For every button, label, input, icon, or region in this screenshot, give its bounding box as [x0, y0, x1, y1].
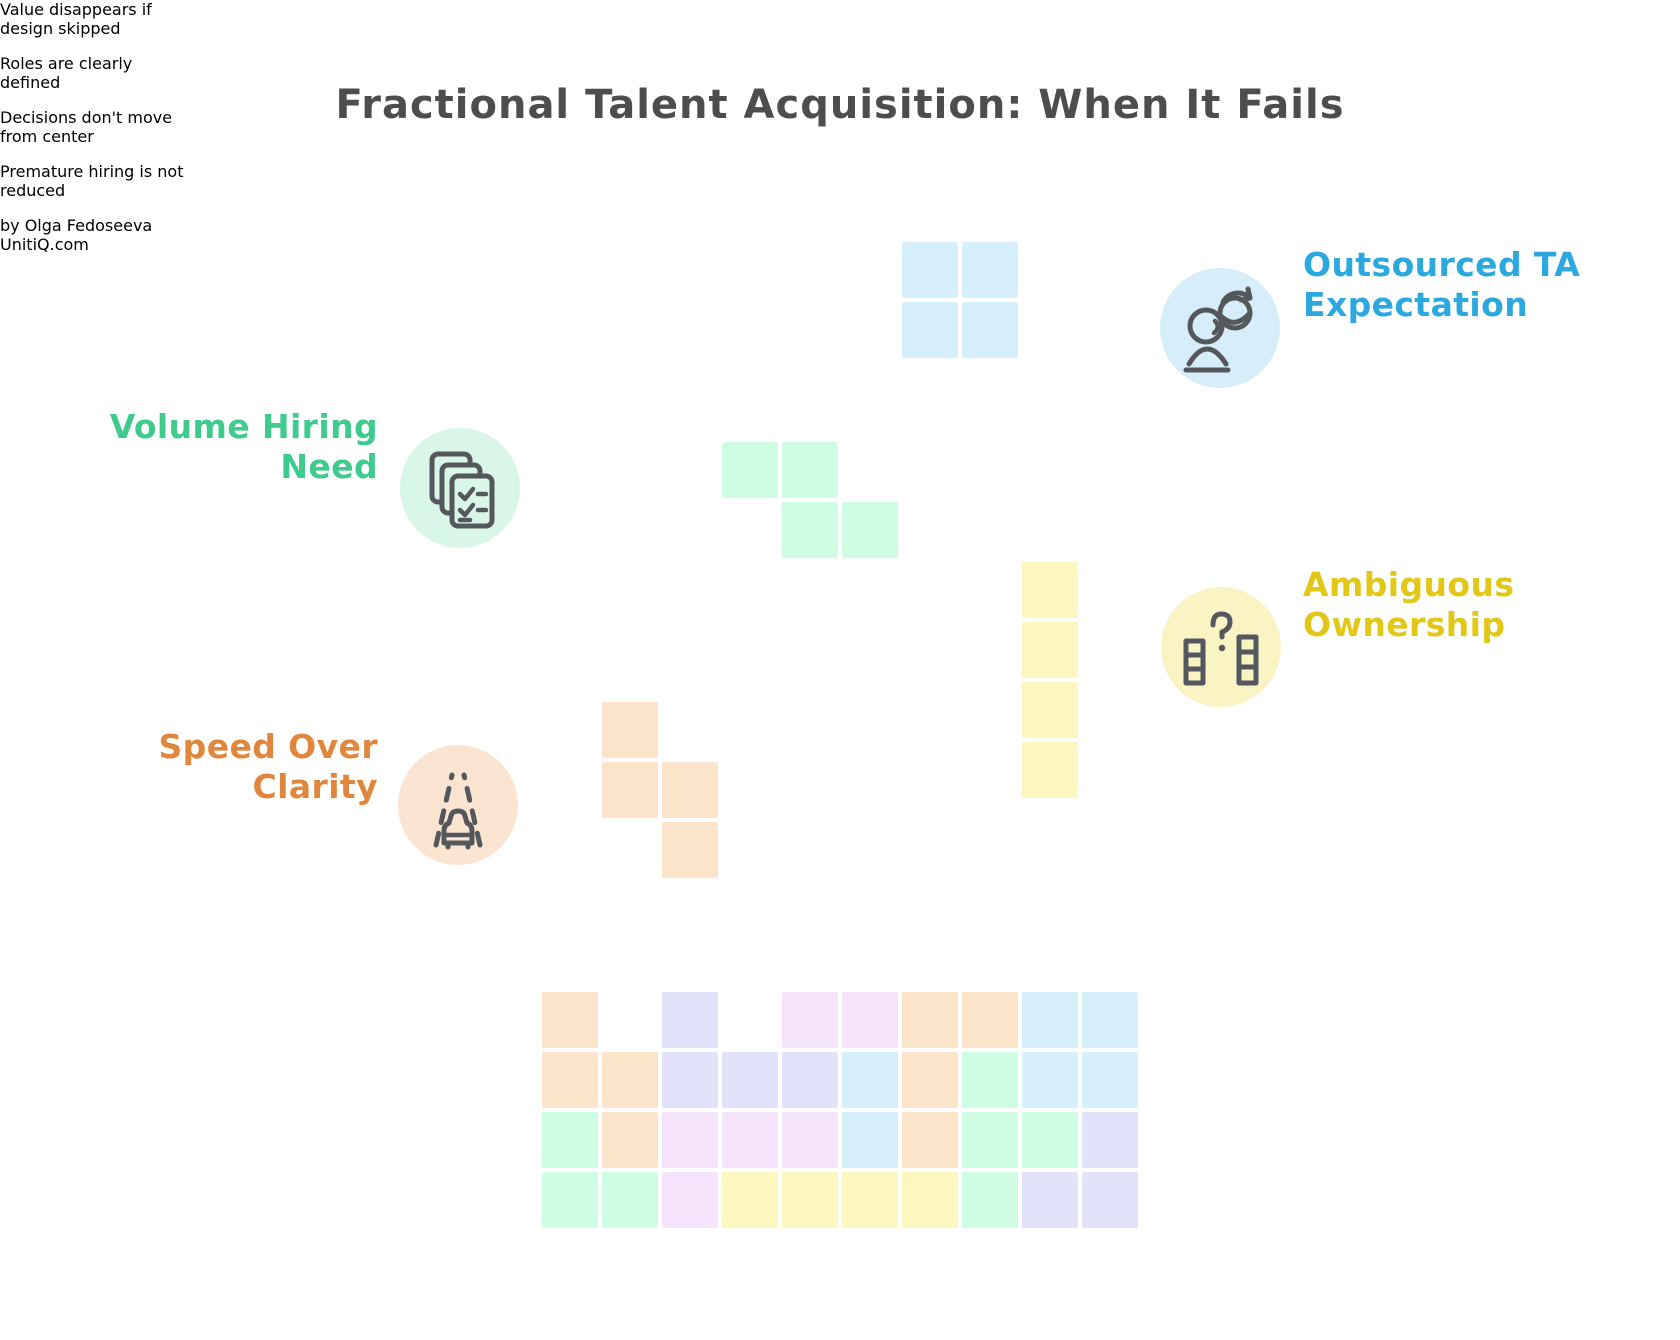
tetris-cell — [602, 702, 658, 758]
tetris-cell — [1022, 622, 1078, 678]
tetris-cell — [962, 1112, 1018, 1168]
tetris-cell — [902, 992, 958, 1048]
tetris-cell — [1082, 1112, 1138, 1168]
tetris-cell — [662, 1172, 718, 1228]
subtitle-line: design skipped — [0, 19, 121, 38]
tetris-cell — [902, 1112, 958, 1168]
section-heading-volume: Volume Hiring Need — [110, 407, 378, 487]
tetris-cell — [782, 442, 838, 498]
heading-line: Ambiguous — [1303, 565, 1515, 604]
tetris-cell — [542, 1112, 598, 1168]
subtitle-line: Value disappears if — [0, 0, 152, 19]
heading-line: Speed Over — [158, 727, 378, 766]
heading-line: Volume Hiring — [109, 407, 378, 446]
tetris-cell — [962, 242, 1018, 298]
tetris-cell — [1082, 1052, 1138, 1108]
heading-line: Expectation — [1303, 285, 1529, 324]
tetris-cell — [1022, 1052, 1078, 1108]
tetris-cell — [1022, 742, 1078, 798]
tetris-cell — [782, 1112, 838, 1168]
outsourcing-icon — [1183, 286, 1253, 373]
tetris-cell — [1022, 1172, 1078, 1228]
tetris-cell — [782, 992, 838, 1048]
tetris-cell — [902, 1052, 958, 1108]
heading-line: Outsourced TA — [1303, 245, 1581, 284]
tetris-cell — [902, 242, 958, 298]
tetris-cell — [602, 1052, 658, 1108]
tetris-cell — [842, 1052, 898, 1108]
heading-line: Clarity — [252, 767, 378, 806]
heading-line: Ownership — [1303, 605, 1506, 644]
tetris-cell — [902, 302, 958, 358]
tetris-cell — [1022, 562, 1078, 618]
subtitle-line: from center — [0, 127, 94, 146]
tetris-cell — [842, 1112, 898, 1168]
ownership-icon — [1183, 611, 1259, 686]
tetris-cell — [722, 1052, 778, 1108]
tetris-cell — [782, 1172, 838, 1228]
tetris-cell — [962, 302, 1018, 358]
tetris-cell — [722, 442, 778, 498]
subtitle-line: Decisions don't move — [0, 108, 173, 127]
tetris-cell — [962, 1052, 1018, 1108]
checklist-icon — [429, 451, 495, 529]
tetris-cell — [782, 502, 838, 558]
tetris-cell — [842, 992, 898, 1048]
section-heading-outsourced: Outsourced TA Expectation — [1303, 245, 1580, 325]
tetris-cell — [662, 992, 718, 1048]
tetris-cell — [602, 762, 658, 818]
subtitle-line: Roles are clearly — [0, 54, 133, 73]
subtitle-line: Premature hiring is not — [0, 162, 184, 181]
tetris-cell — [1082, 992, 1138, 1048]
tetris-cell — [542, 992, 598, 1048]
tetris-cell — [662, 1112, 718, 1168]
heading-line: Need — [280, 447, 378, 486]
tetris-cell — [1082, 1172, 1138, 1228]
subtitle-line: defined — [0, 73, 61, 92]
tetris-cell — [602, 1172, 658, 1228]
tetris-cell — [782, 1052, 838, 1108]
tetris-cell — [1022, 1112, 1078, 1168]
tetris-cell — [662, 762, 718, 818]
tetris-cell — [722, 1172, 778, 1228]
ownership-icon-circle — [1161, 587, 1281, 707]
byline-site: UnitiQ.com — [0, 235, 89, 254]
tetris-cell — [662, 822, 718, 878]
section-heading-speed: Speed Over Clarity — [159, 727, 378, 807]
byline-author: by Olga Fedoseeva — [0, 216, 153, 235]
tetris-cell — [662, 1052, 718, 1108]
checklist-icon-circle — [400, 428, 520, 548]
tetris-cell — [962, 992, 1018, 1048]
tetris-cell — [962, 1172, 1018, 1228]
tetris-cell — [542, 1172, 598, 1228]
road-icon-circle — [398, 745, 518, 865]
tetris-cell — [902, 1172, 958, 1228]
outsourcing-icon-circle — [1160, 268, 1280, 388]
subtitle-line: reduced — [0, 181, 66, 200]
page-title: Fractional Talent Acquisition: When It F… — [335, 82, 1345, 128]
tetris-cell — [1022, 992, 1078, 1048]
tetris-cell — [542, 1052, 598, 1108]
tetris-cell — [722, 1112, 778, 1168]
section-heading-ambiguous: Ambiguous Ownership — [1303, 565, 1514, 645]
tetris-cell — [1022, 682, 1078, 738]
road-icon — [433, 772, 483, 850]
tetris-cell — [842, 502, 898, 558]
tetris-cell — [602, 1112, 658, 1168]
tetris-cell — [842, 1172, 898, 1228]
